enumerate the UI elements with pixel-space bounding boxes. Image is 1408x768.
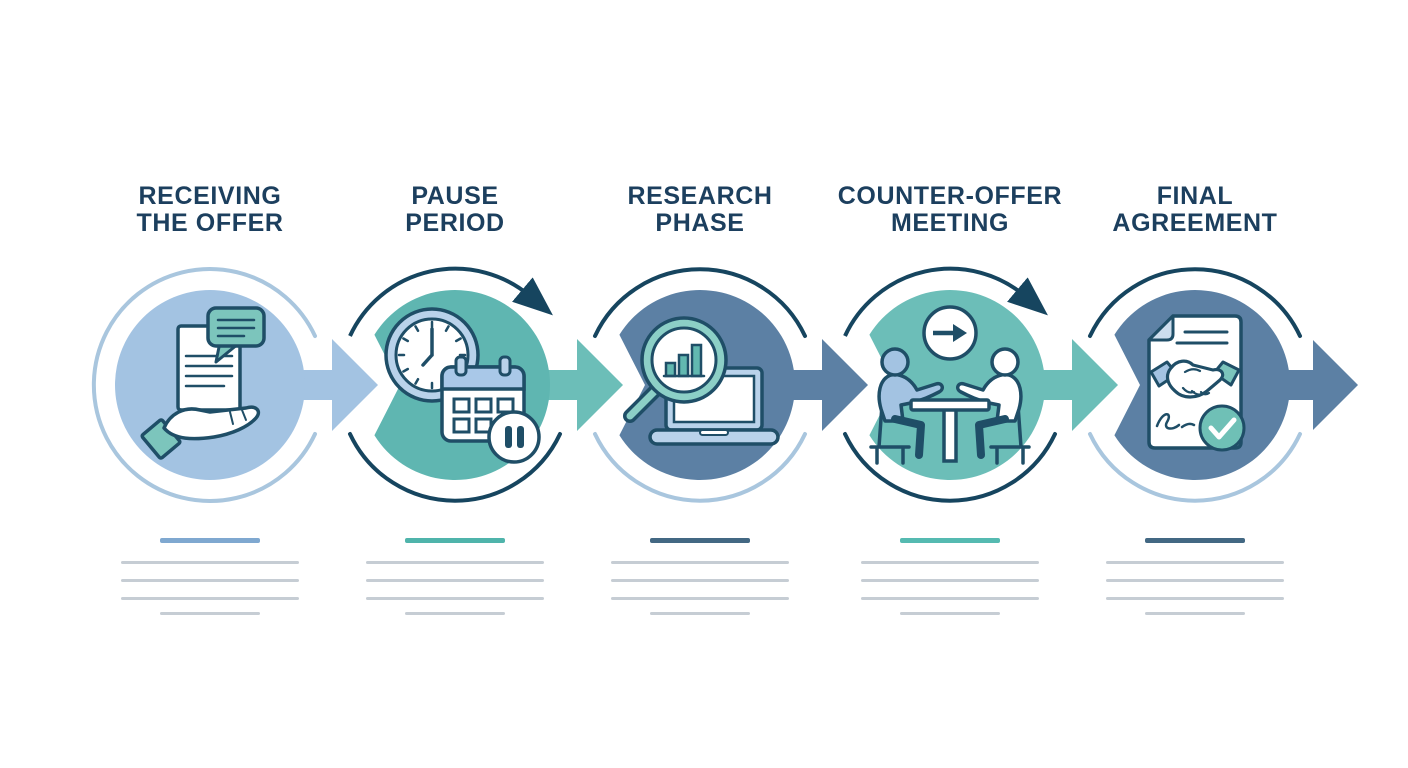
placeholder-line <box>861 561 1039 564</box>
placeholder-line <box>900 612 1000 615</box>
chair-right <box>989 389 1031 465</box>
arrow-step3-to-step4 <box>790 339 868 431</box>
accent-bar-step5 <box>1145 538 1245 543</box>
placeholder-line <box>1106 561 1284 564</box>
placeholder-line <box>121 561 299 564</box>
placeholder-line <box>1145 612 1245 615</box>
placeholder-line <box>121 579 299 582</box>
check-badge-icon <box>1198 404 1246 452</box>
placeholder-line <box>1106 597 1284 600</box>
placeholder-line <box>366 579 544 582</box>
signature-squiggle <box>1155 413 1196 430</box>
calendar-grid <box>452 397 515 434</box>
arrow-step2-to-step3 <box>545 339 623 431</box>
accent-bar-step3 <box>650 538 750 543</box>
table <box>909 398 991 463</box>
accent-bar-step4 <box>900 538 1000 543</box>
placeholder-line <box>611 579 789 582</box>
magnifier-bar-chart-icon <box>623 316 728 423</box>
placeholder-line <box>366 597 544 600</box>
title-line: THE OFFER <box>136 209 284 237</box>
step-rings <box>91 266 1302 503</box>
placeholder-line <box>861 579 1039 582</box>
ring-step1 <box>91 267 317 503</box>
placeholder-line <box>650 612 750 615</box>
speech-bubble-icon <box>206 306 266 364</box>
ring-step4-bottom-arc <box>843 432 1057 503</box>
title-line: MEETING <box>890 209 1010 237</box>
title-line: AGREEMENT <box>1112 209 1278 237</box>
placeholder-line <box>611 561 789 564</box>
clock-calendar-pause-icon <box>384 307 541 464</box>
ring-step2-bottom-arc <box>348 432 562 503</box>
arrow-step5-out <box>1285 340 1358 430</box>
placeholder-line <box>861 597 1039 600</box>
ring-step3-bottom-arc <box>593 432 807 503</box>
clock-hands <box>421 327 434 367</box>
accent-bar-step1 <box>160 538 260 543</box>
placeholder-line <box>121 597 299 600</box>
title-line: RESEARCH <box>627 182 773 210</box>
ring-step5-top-arc <box>1088 267 1302 338</box>
ring-step5-bottom-arc <box>1088 432 1302 503</box>
placeholder-line <box>1106 579 1284 582</box>
placeholder-line <box>366 561 544 564</box>
handshake-icon <box>1149 359 1241 399</box>
exchange-arrow-icon <box>922 305 978 361</box>
ring-step3-top-arc <box>593 267 807 338</box>
placeholder-line <box>611 597 789 600</box>
title-line: PERIOD <box>405 209 505 237</box>
title-line: PAUSE <box>411 182 499 210</box>
title-line: FINAL <box>1156 182 1234 210</box>
title-line: COUNTER-OFFER <box>837 182 1063 210</box>
pause-badge-icon <box>487 410 541 464</box>
arrow-step1-to-step2 <box>300 339 378 431</box>
folded-corner <box>1147 314 1175 342</box>
ring-step4-top-arc <box>843 266 1048 337</box>
open-hand-icon <box>140 405 261 460</box>
magnifier-chart-laptop-icon <box>623 316 780 446</box>
title-line: RECEIVING <box>138 182 282 210</box>
placeholder-line <box>160 612 260 615</box>
title-line: PHASE <box>655 209 745 237</box>
hand-offer-document-icon <box>140 306 266 460</box>
placeholder-line <box>405 612 505 615</box>
chair-left <box>869 389 911 465</box>
arrow-step4-to-step5 <box>1040 339 1118 431</box>
negotiation-meeting-icon <box>869 305 1031 465</box>
contract-text-lines <box>1175 330 1229 345</box>
ring-step2-top-arc <box>348 266 553 337</box>
accent-bar-step2 <box>405 538 505 543</box>
handshake-contract-icon <box>1147 314 1246 452</box>
